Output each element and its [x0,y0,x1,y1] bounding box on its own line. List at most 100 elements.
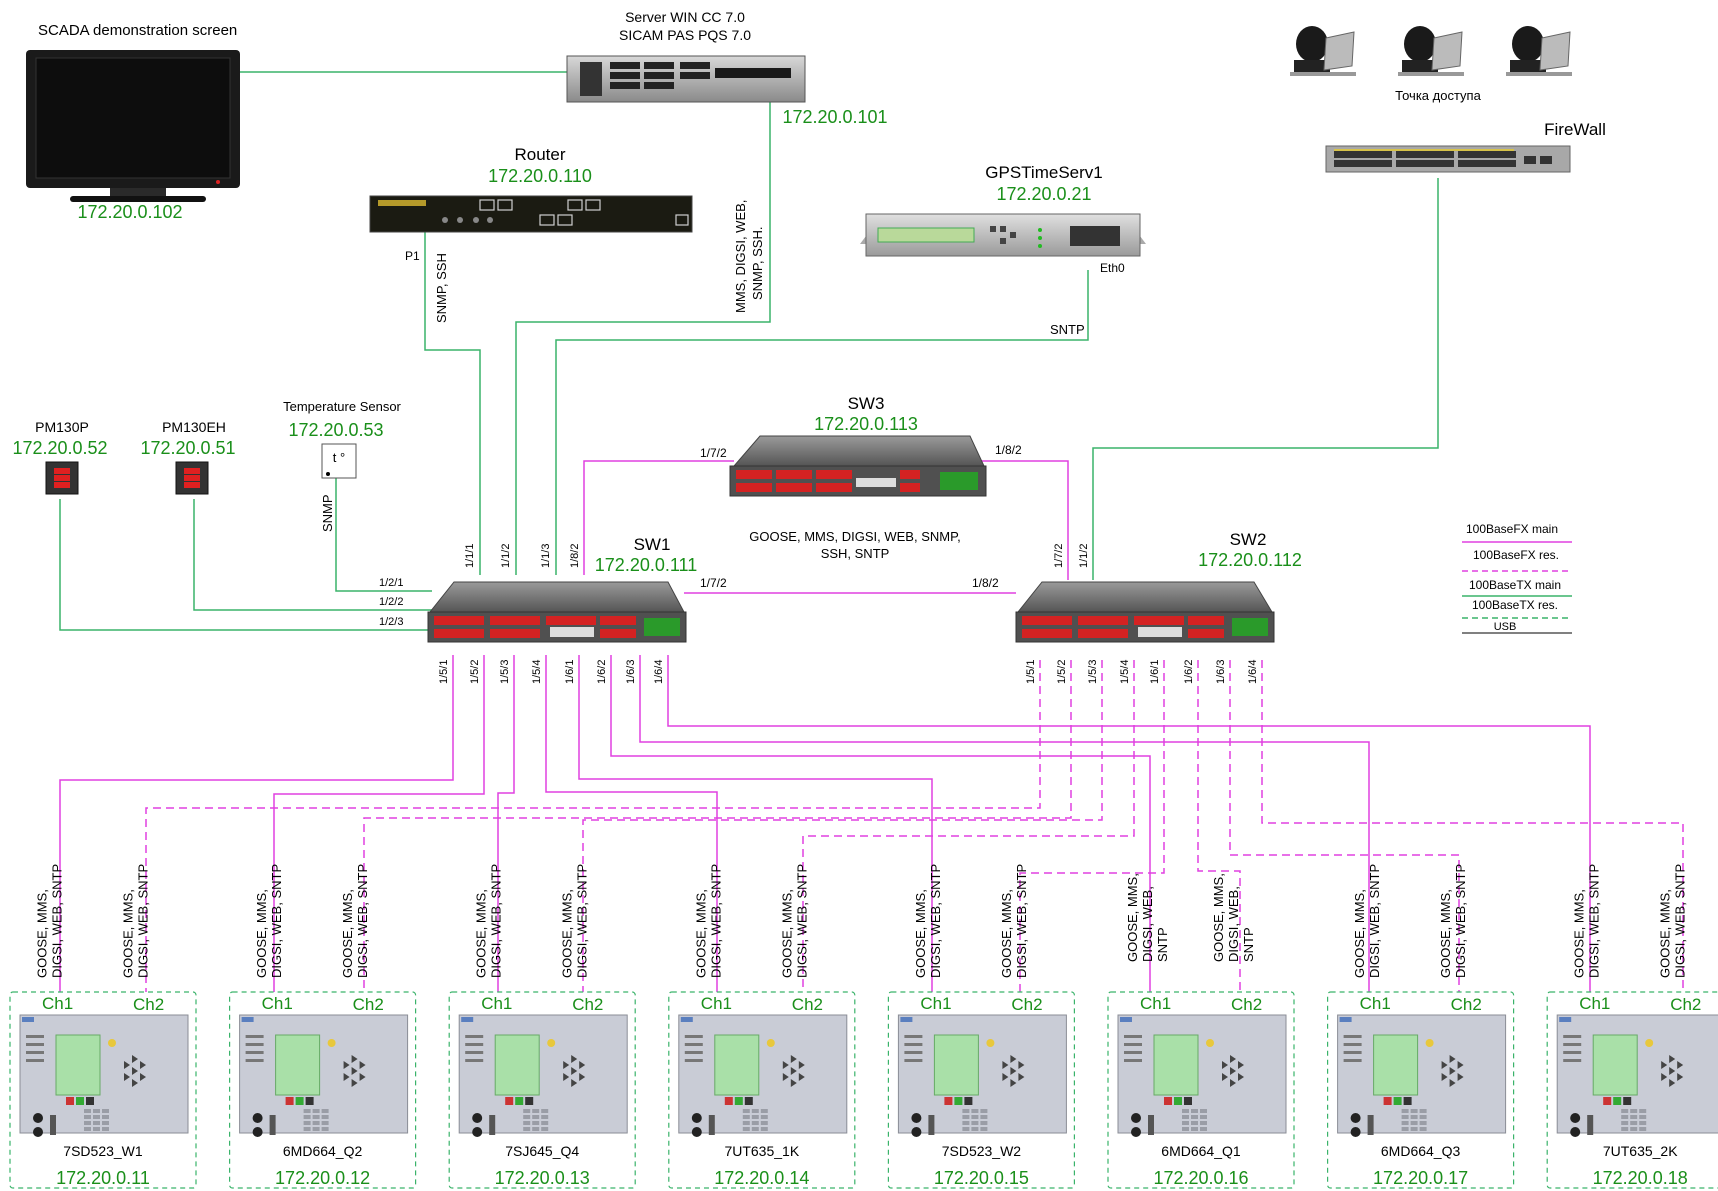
switch-icon [428,582,686,642]
temp-ip: 172.20.0.53 [288,420,383,440]
gps-clock-icon [860,214,1146,256]
sw1-port-top: 1/1/1 [464,544,476,568]
channel-2-label: Ch2 [792,995,823,1014]
legend-item: 100BaseFX res. [1473,548,1559,562]
ied-ip: 172.20.0.17 [1373,1168,1468,1188]
firewall-name: FireWall [1544,120,1606,139]
channel-1-label: Ch1 [42,994,73,1013]
sw2-port-bottom: 1/5/2 [1056,660,1068,684]
firewall-switch-icon [1326,146,1570,172]
relay-panel-icon [679,1015,847,1137]
sw2-port-bottom: 1/5/3 [1087,660,1099,684]
sw1-port-right: 1/7/2 [700,576,727,590]
temp-protocol: SNMP [320,494,335,532]
ied-name: 7SD523_W1 [63,1143,143,1159]
ied-link-protocols: DIGSI, WEB, SNTP [1673,864,1688,978]
router-port: P1 [405,249,420,263]
ied-link-protocols: DIGSI, WEB, SNTP [1453,864,1468,978]
router-ip: 172.20.0.110 [488,166,592,186]
scada-monitor[interactable]: SCADA demonstration screen 172.20.0.102 [26,22,240,222]
ied-ip: 172.20.0.11 [56,1168,150,1188]
server[interactable]: Server WIN CC 7.0 SICAM PAS PQS 7.0 172.… [567,9,888,127]
ied-link-protocols: SNTP [1241,927,1256,962]
sw1-port-top: 1/8/2 [569,544,581,568]
channel-2-label: Ch2 [572,995,603,1014]
access-point[interactable]: Точка доступа [1290,26,1572,103]
sw3-name: SW3 [848,394,885,413]
sw1-ports-bottom: 1/5/1 1/5/2 1/5/3 1/5/4 1/6/1 1/6/2 1/6/… [438,660,665,684]
sw2-ports-bottom: 1/5/1 1/5/2 1/5/3 1/5/4 1/6/1 1/6/2 1/6/… [1025,660,1259,684]
firewall[interactable]: FireWall [1326,120,1606,172]
channel-2-label: Ch2 [353,995,384,1014]
sw3-ip: 172.20.0.113 [814,414,918,434]
ied-link-protocols: DIGSI, WEB, SNTP [136,864,151,978]
legend-item: 100BaseTX main [1469,578,1561,592]
server-name-line1: Server WIN CC 7.0 [625,9,745,25]
channel-1-label: Ch1 [1360,994,1391,1013]
router[interactable]: Router 172.20.0.110 P1 SNMP, SSH [370,145,692,323]
link-firewall-sw2 [1093,178,1438,580]
pm130eh[interactable]: PM130EH 172.20.0.51 [140,419,235,494]
channel-1-label: Ch1 [481,994,512,1013]
ied-link-protocols: DIGSI, WEB, SNTP [575,864,590,978]
ied-ip: 172.20.0.18 [1593,1168,1688,1188]
relay-panel-icon [240,1015,408,1137]
sw3-port-left: 1/7/2 [700,446,727,460]
sw1-port-left: 1/2/3 [379,616,403,628]
server-ip: 172.20.0.101 [782,107,887,127]
relay-panel-icon [1338,1015,1506,1137]
channel-1-label: Ch1 [262,994,293,1013]
relay-panel-icon [898,1015,1066,1137]
sw3[interactable]: SW3 172.20.0.113 1/7/2 1/8/2 GOOSE, MMS,… [700,394,1022,561]
scada-ip: 172.20.0.102 [77,202,182,222]
ied-link-protocols: GOOSE, MMS, [474,889,489,978]
ied-link-protocols: GOOSE, MMS, [1352,889,1367,978]
gps-time-server[interactable]: GPSTimeServ1 172.20.0.21 Eth0 SNTP [860,163,1146,337]
sw2-port-bottom: 1/6/4 [1247,660,1259,684]
channel-1-label: Ch1 [1579,994,1610,1013]
sw1-port-top: 1/1/3 [540,544,552,568]
sw1-port-bottom: 1/5/3 [499,660,511,684]
ied-name: 7SJ645_Q4 [505,1143,579,1159]
sw2-port-bottom: 1/6/1 [1149,660,1161,684]
relay-panel-icon [1118,1015,1286,1137]
temperature-sensor[interactable]: Temperature Sensor 172.20.0.53 t ° SNMP [283,399,401,532]
sw1-ip: 172.20.0.111 [595,555,697,575]
ied-name: 6MD664_Q1 [1161,1143,1241,1159]
ied-link-protocols: GOOSE, MMS, [693,889,708,978]
ied-link-protocols: DIGSI, WEB, SNTP [794,864,809,978]
ied-link-protocols: DIGSI, WEB, SNTP [1587,864,1602,978]
monitor-icon [26,50,240,202]
router-icon [370,196,692,232]
sw3-protocols-line1: GOOSE, MMS, DIGSI, WEB, SNMP, [749,529,960,544]
sw1-port-left: 1/2/1 [379,577,403,589]
sw2-port-left: 1/8/2 [972,576,999,590]
sw3-port-right: 1/8/2 [995,443,1022,457]
pm130p[interactable]: PM130P 172.20.0.52 [12,419,107,494]
switch-icon [1016,582,1274,642]
sw1-port-bottom: 1/6/1 [564,660,576,684]
sw3-protocols-line2: SSH, SNTP [821,546,890,561]
sw1-port-bottom: 1/5/1 [438,660,450,684]
sw2[interactable]: SW2 172.20.0.112 1/7/2 1/1/2 1/8/2 1/5/1… [972,530,1302,684]
ied-name: 6MD664_Q3 [1381,1143,1461,1159]
sw1-port-bottom: 1/6/2 [596,660,608,684]
server-name-line2: SICAM PAS PQS 7.0 [619,27,751,43]
sw1-ports-left: 1/2/1 1/2/2 1/2/3 [379,577,403,628]
sw2-ip: 172.20.0.112 [1198,550,1302,570]
ied-link-protocols: GOOSE, MMS, [1572,889,1587,978]
ied-link-protocols: GOOSE, MMS, [1125,873,1140,962]
link-temp-sw1 [336,478,432,591]
temp-glyph: t ° [333,450,345,465]
temperature-sensor-icon: t ° [322,444,356,478]
server-link-protocols-line2: SNMP, SSH. [750,227,765,300]
ied-link-protocols: DIGSI, WEB, SNTP [269,864,284,978]
